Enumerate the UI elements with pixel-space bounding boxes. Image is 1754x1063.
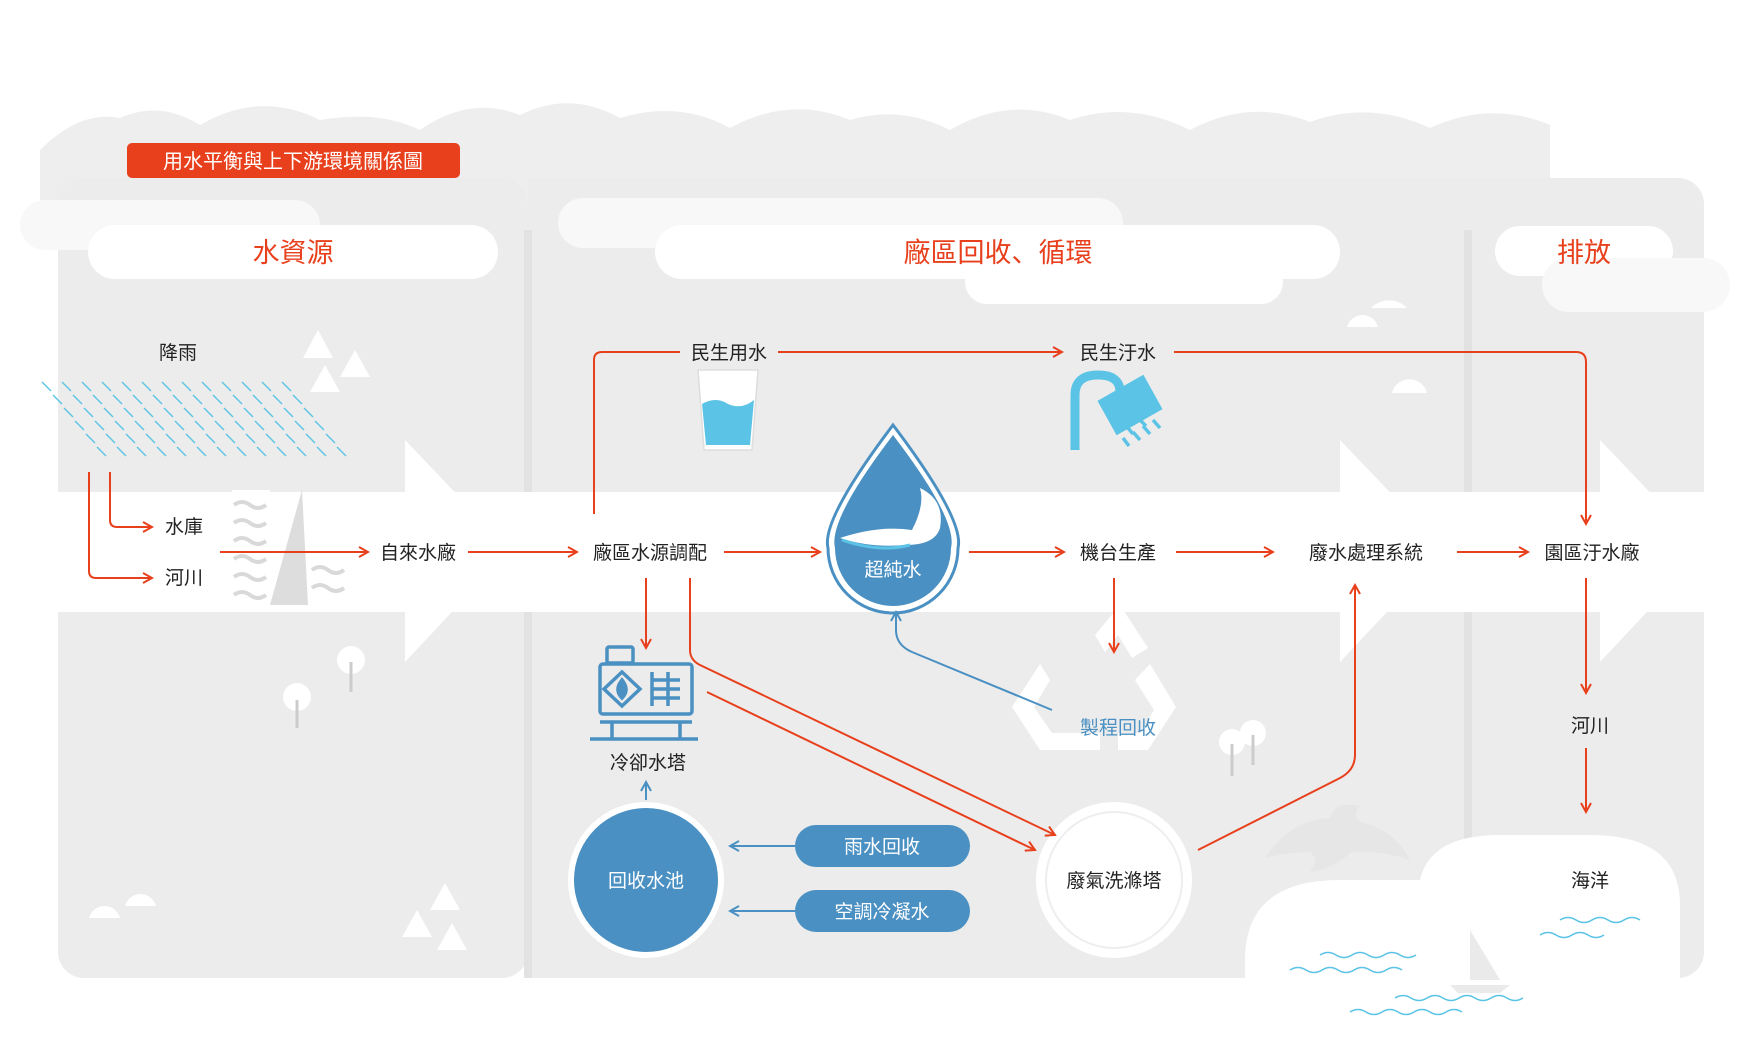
ac-condensate-node: 空調冷凝水 (795, 890, 970, 932)
scrubber-label: 廢氣洗滌塔 (1066, 870, 1161, 892)
wastewater-system-label: 廢水處理系統 (1309, 542, 1423, 564)
diagram-title: 用水平衡與上下游環境關係圖 (163, 149, 423, 173)
recycle-pool-label: 回收水池 (608, 870, 684, 892)
reservoir-label: 水庫 (165, 516, 203, 538)
cooling-tower-label: 冷卻水塔 (610, 752, 686, 774)
flow-arrows (88, 351, 1586, 851)
park-sewage-plant-label: 園區汙水廠 (1544, 541, 1639, 564)
glass-icon (697, 369, 759, 451)
rain-recycle-node: 雨水回收 (795, 825, 970, 867)
production-label: 機台生產 (1080, 542, 1156, 564)
section-recycle: 廠區回收、循環 (904, 238, 1093, 269)
arrow-recycle-ultrapure (896, 612, 1053, 711)
recycle-arrows (646, 612, 1053, 911)
waterworks-label: 自來水廠 (380, 541, 456, 564)
section-discharge: 排放 (1557, 238, 1611, 269)
scrubber-node: 廢氣洗滌塔 (1036, 802, 1192, 958)
shower-icon (1070, 370, 1163, 450)
arrow-cooling-scrubber (706, 691, 1035, 850)
domestic-use-label: 民生用水 (691, 342, 767, 364)
rain-recycle-label: 雨水回收 (844, 836, 920, 858)
section-water-source: 水資源 (253, 238, 334, 269)
arrow-scrubber-wastewater (1197, 585, 1355, 851)
arrow-allocation-domestic (593, 351, 680, 514)
allocation-label: 廠區水源調配 (593, 541, 707, 564)
ac-condensate-label: 空調冷凝水 (834, 901, 929, 923)
arrow-rain-river (88, 472, 152, 578)
ocean-label: 海洋 (1571, 870, 1609, 892)
ultrapure-label: 超純水 (864, 559, 921, 581)
rain-icon (41, 381, 347, 457)
recycle-pool-node: 回收水池 (568, 802, 724, 958)
cooling-tower-icon (590, 645, 698, 741)
process-recycle-label: 製程回收 (1080, 717, 1156, 739)
arrow-sewage-park (1174, 351, 1586, 524)
rain-label: 降雨 (159, 342, 197, 364)
domestic-sewage-label: 民生汙水 (1080, 342, 1156, 364)
title-badge: 用水平衡與上下游環境關係圖 (127, 143, 460, 178)
river-out-label: 河川 (1571, 715, 1609, 737)
river-in-label: 河川 (165, 567, 203, 589)
arrow-allocation-scrubber (689, 578, 1055, 835)
arrow-rain-reservoir (109, 472, 152, 527)
